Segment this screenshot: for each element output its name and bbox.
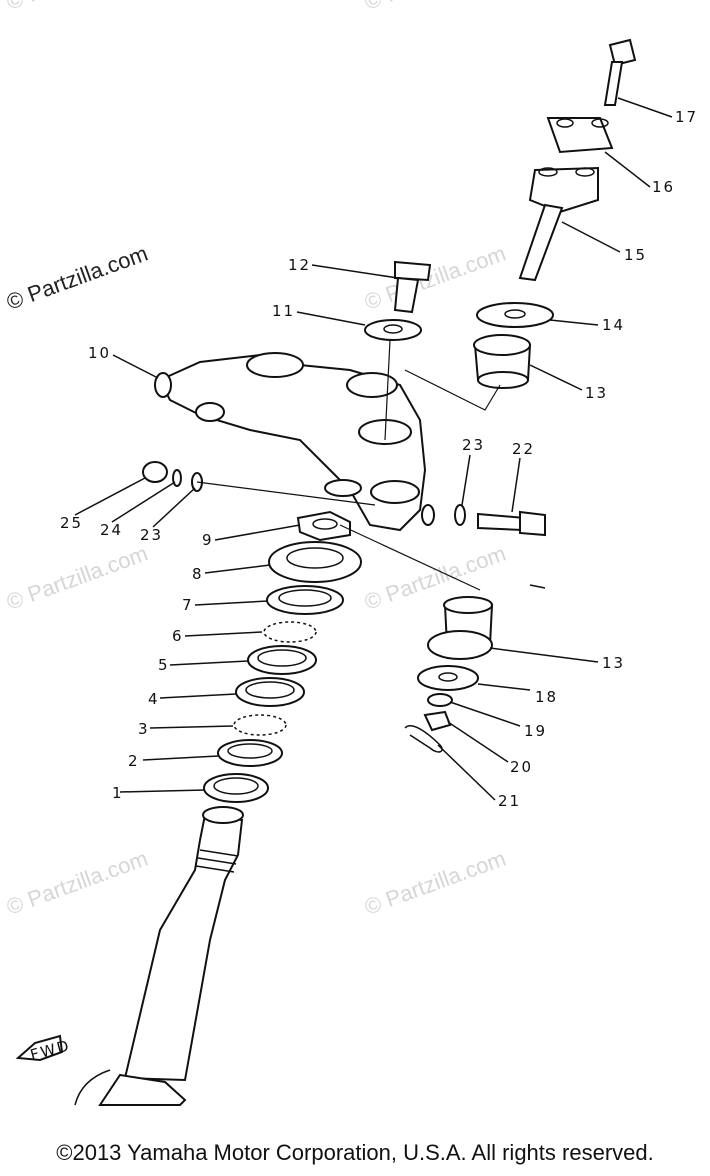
callout-5: 5 xyxy=(158,656,170,674)
bearing-stack xyxy=(203,510,362,803)
lower-right-hardware xyxy=(404,504,546,753)
fwd-label: FWD xyxy=(28,1036,72,1064)
callout-13-lower: 13 xyxy=(602,654,625,672)
callout-1: 1 xyxy=(112,784,124,802)
callout-23-right: 23 xyxy=(462,436,485,454)
fwd-arrow-icon: FWD xyxy=(15,1034,73,1064)
callout-20: 20 xyxy=(510,758,533,776)
callout-7: 7 xyxy=(182,596,194,614)
callout-22: 22 xyxy=(512,440,535,458)
callout-18: 18 xyxy=(535,688,558,706)
callout-23-left: 23 xyxy=(140,526,163,544)
callout-15: 15 xyxy=(624,246,647,264)
callout-4: 4 xyxy=(148,690,160,708)
handlebar-holder-assembly xyxy=(473,38,637,389)
callout-16: 16 xyxy=(652,178,675,196)
watermark: © Partzilla.com xyxy=(361,241,509,315)
watermark: © Partzilla.com xyxy=(3,846,151,920)
watermark: © Partzilla.com xyxy=(3,541,151,615)
leader-lines xyxy=(74,97,673,801)
lower-bracket xyxy=(154,352,435,532)
watermark: © Partzilla.com xyxy=(3,0,151,15)
callouts: 1 2 3 4 5 6 7 8 9 10 11 12 13 14 15 16 1… xyxy=(60,108,698,810)
callout-10: 10 xyxy=(88,344,111,362)
callout-17: 17 xyxy=(675,108,698,126)
callout-3: 3 xyxy=(138,720,150,738)
callout-24: 24 xyxy=(100,521,123,539)
callout-13: 13 xyxy=(585,384,608,402)
callout-6: 6 xyxy=(172,627,184,645)
steering-stem xyxy=(74,806,244,1106)
bolt-12-washer-11 xyxy=(364,260,432,341)
callout-11: 11 xyxy=(272,302,295,320)
callout-2: 2 xyxy=(128,752,140,770)
callout-8: 8 xyxy=(192,565,204,583)
watermark: © Partzilla.com xyxy=(361,0,509,15)
callout-19: 19 xyxy=(524,722,547,740)
alignment-lines xyxy=(196,339,501,591)
callout-12: 12 xyxy=(288,256,311,274)
callout-25: 25 xyxy=(60,514,83,532)
callout-9: 9 xyxy=(202,531,214,549)
left-small-hardware xyxy=(142,461,203,492)
callout-14: 14 xyxy=(602,316,625,334)
copyright-notice: ©2013 Yamaha Motor Corporation, U.S.A. A… xyxy=(56,1140,654,1165)
watermark: © Partzilla.com xyxy=(361,846,509,920)
watermark: © Partzilla.com xyxy=(3,241,151,315)
callout-21: 21 xyxy=(498,792,521,810)
